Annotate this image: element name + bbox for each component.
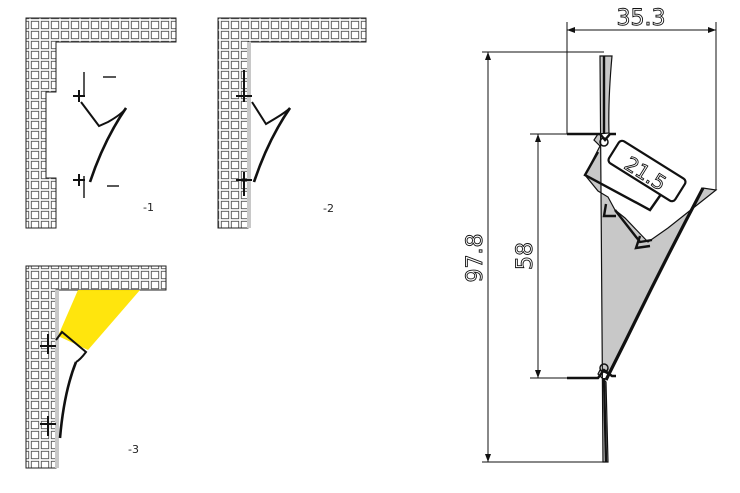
step-1-diagram: -1 xyxy=(25,17,177,229)
mounting-screw xyxy=(599,137,609,373)
profile-outline xyxy=(567,56,705,463)
dimension-arrows xyxy=(485,27,716,462)
light-beam xyxy=(58,290,140,350)
step-3-diagram: -3 xyxy=(25,265,167,469)
width-dimension-label: 35.3 xyxy=(617,6,666,31)
step-2-diagram: -2 xyxy=(217,17,367,229)
wall-ceiling-corner xyxy=(217,17,367,229)
dimension-lines xyxy=(482,22,717,463)
wall-surface xyxy=(247,42,251,228)
profile-cross-section: 21.5 xyxy=(567,55,718,463)
step-2-label: -2 xyxy=(323,202,334,215)
wall-ceiling-corner xyxy=(25,17,177,229)
step-1-label: -1 xyxy=(143,201,154,214)
screw-step-1 xyxy=(83,72,119,198)
total-height-dimension-label: 97.8 xyxy=(463,234,488,283)
wall-surface xyxy=(55,290,59,468)
inner-height-dimension-label: 58 xyxy=(513,242,538,270)
profile-step-1 xyxy=(73,90,128,186)
profile-step-3 xyxy=(40,330,88,439)
profile-step-2 xyxy=(236,70,292,196)
step-3-label: -3 xyxy=(128,443,139,456)
